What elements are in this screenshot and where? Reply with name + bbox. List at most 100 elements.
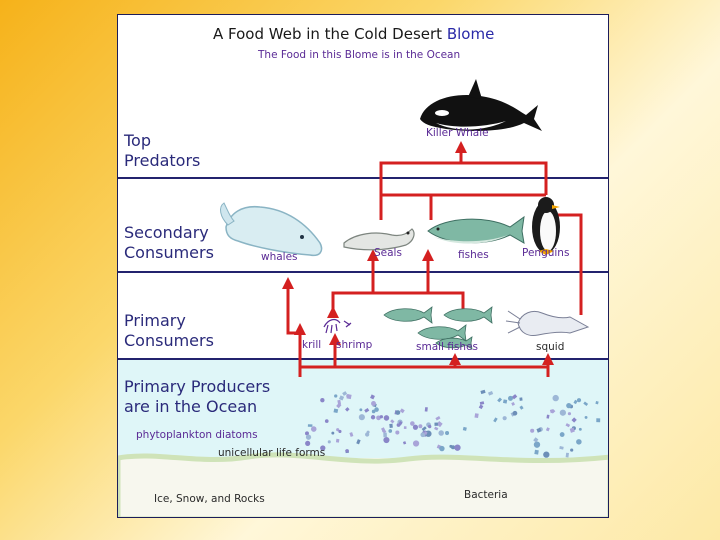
label-shrimp: shrimp [336,339,372,351]
plankton-dot [425,407,428,412]
plankton-dot [396,410,401,415]
plankton-dot [503,399,507,403]
label-krill: krill [302,339,321,351]
level-label-line: Top [124,131,200,151]
plankton-dot [388,429,392,433]
page-subtitle: The Food in this Blome is in the Ocean [258,49,460,61]
level-label-line: Consumers [124,331,214,351]
plankton-dot [328,440,331,443]
arrowhead-whales [282,277,294,289]
arrowhead-krill [294,323,306,335]
level-label-line: are in the Ocean [124,397,270,417]
plankton-dot [579,428,582,431]
plankton-dot [345,449,349,453]
plankton-dot [534,441,540,447]
level-primary-consumers: Primary Consumers [124,311,214,351]
plankton-dot [404,426,407,429]
plankton-dot [576,439,582,445]
page-title: A Food Web in the Cold Desert Blome [213,25,494,43]
plankton-dot [474,413,478,418]
plankton-dot [418,424,422,428]
label-penguins: Penguins [522,247,569,259]
plankton-dot [534,450,538,455]
plankton-dot [413,440,419,446]
plankton-dot [395,431,399,435]
plankton-dot [331,432,334,435]
arrowhead-fishes [422,249,434,261]
label-unicellular: unicellular life forms [218,447,325,459]
arrowhead-primary-left [327,306,339,318]
label-ice-snow-rocks: Ice, Snow, and Rocks [154,493,265,505]
plankton-dot [543,451,549,457]
level-top-predators: Top Predators [124,131,200,171]
arrow-secondary-bus [381,145,461,220]
plankton-dot [428,425,431,428]
title-accent: Blome [447,25,494,43]
plankton-dot [560,432,565,437]
label-bacteria: Bacteria [464,489,508,501]
plankton-dot [570,448,573,451]
plankton-dot [530,429,534,433]
level-primary-producers: Primary Producers are in the Ocean [124,377,270,417]
plankton-dot [384,415,390,421]
plankton-dot [305,441,310,446]
plankton-dot [389,424,393,428]
plankton-dot [585,416,588,419]
level-label-line: Secondary [124,223,214,243]
plankton-dot [306,435,311,440]
plankton-dot [359,408,362,411]
whale-image [221,203,322,255]
label-seals: Seals [374,247,402,259]
diagram-canvas [118,15,609,518]
label-killer-whale: Killer Whale [426,127,489,139]
level-label-line: Predators [124,151,200,171]
ground-snow [118,455,609,518]
label-whales: whales [261,251,298,263]
squid-image [506,311,588,336]
plankton-dot [325,419,329,423]
plankton-dot [372,410,376,414]
fishes-image [428,217,524,244]
label-fishes: fishes [458,249,489,261]
plankton-dot [336,439,339,443]
plankton-dot [445,431,449,435]
plankton-dot [371,401,376,406]
plankton-dot [383,437,389,443]
plankton-dot [596,418,600,422]
plankton-dot [367,431,370,434]
label-phytoplankton: phytoplankton diatoms [136,429,258,441]
plankton-dot [519,397,522,400]
plankton-dot [371,415,375,419]
plankton-dot [346,394,351,399]
plankton-dot [434,423,437,426]
label-small-fishes: small fishes [416,341,478,353]
plankton-dot [438,430,444,436]
arrow-primary-bus [333,293,463,310]
arrow-heads [282,141,554,365]
plankton-dot [513,411,518,416]
plankton-dot [410,421,415,426]
plankton-dot [359,414,365,420]
plankton-dot [308,424,313,427]
arrowhead-killer-whale [455,141,467,153]
level-label-line: Primary Producers [124,377,270,397]
plankton-dot [334,394,337,397]
plankton-dot [380,415,383,418]
plankton-dot [577,398,581,402]
plankton-dot [566,453,569,458]
food-web-diagram: A Food Web in the Cold Desert Blome The … [117,14,609,518]
level-label-line: Primary [124,311,214,331]
plankton-dot [439,446,444,451]
plankton-dot [383,433,387,438]
level-label-line: Consumers [124,243,214,263]
plankton-dot [454,444,460,450]
level-secondary-consumers: Secondary Consumers [124,223,214,263]
plankton-dot [320,398,324,402]
plankton-dot [566,403,571,408]
plankton-dot [413,425,418,430]
plankton-dot [311,426,317,432]
krill-image [324,320,351,333]
plankton-dot [568,412,571,415]
plankton-dot [553,395,559,401]
plankton-dot [338,430,341,433]
